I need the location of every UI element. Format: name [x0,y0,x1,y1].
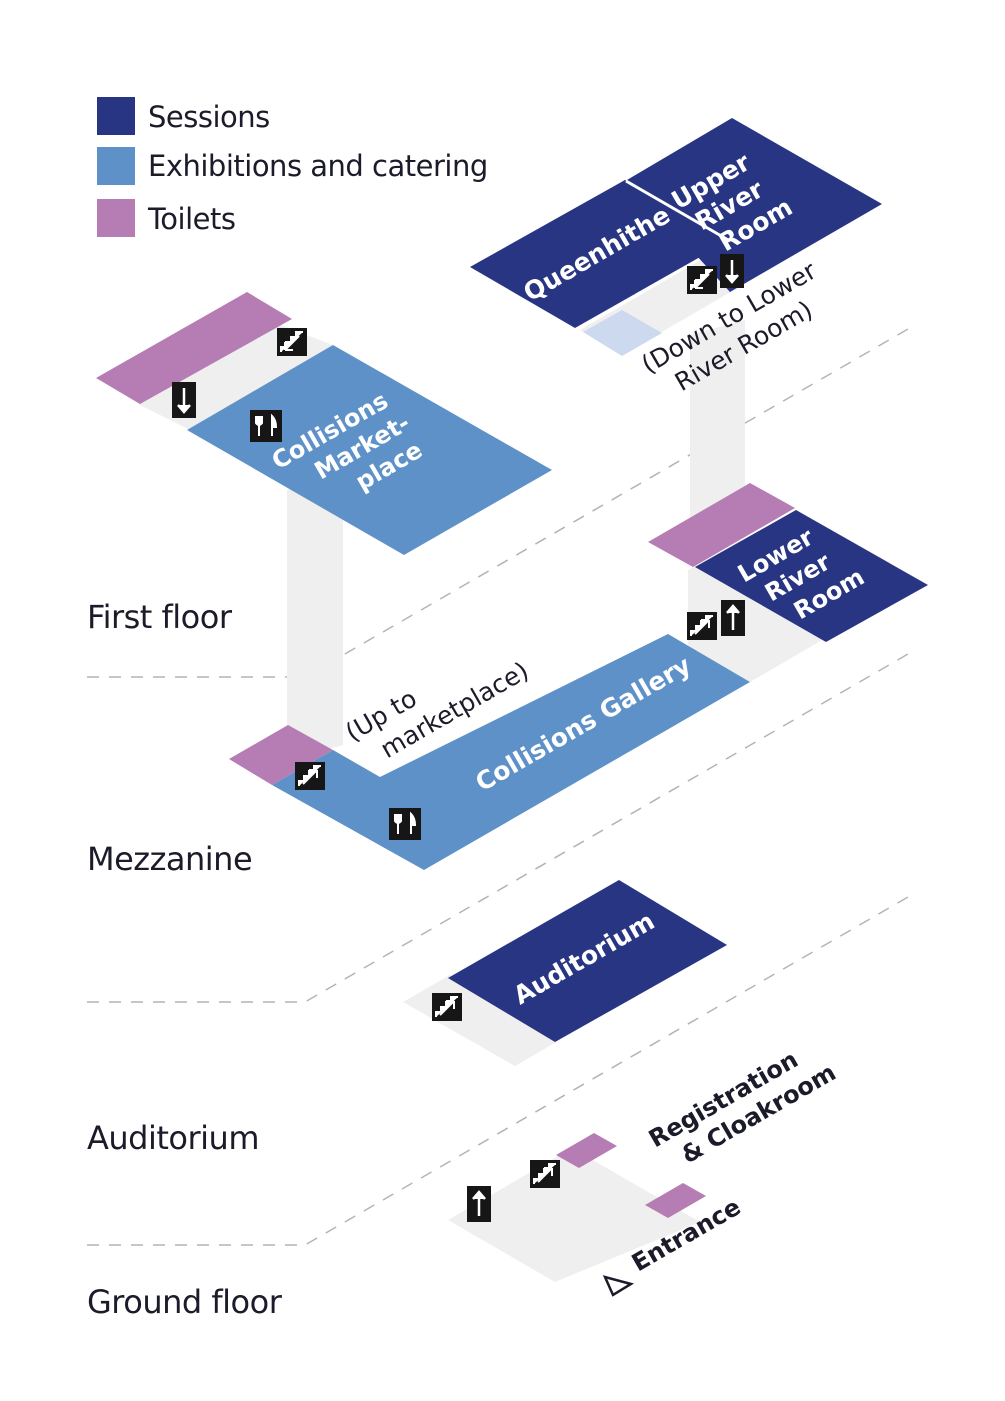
floor-label-ground: Ground floor [87,1283,283,1321]
stairs-up-icon [295,762,325,790]
ground-block: Registration & Cloakroom Entrance [448,1032,841,1297]
marketplace-block: Collisions Market- place [96,292,552,555]
floor-label-auditorium: Auditorium [87,1119,259,1157]
legend-label-sessions: Sessions [148,100,270,134]
auditorium-room[interactable] [448,880,727,1042]
lift-down-icon [720,254,744,288]
mezzanine-toilets[interactable] [229,725,333,785]
lift-up-icon [721,600,745,636]
legend-label-exhibitions: Exhibitions and catering [148,149,488,183]
legend-item-toilets: Toilets [97,199,236,237]
upper-pale-area [583,310,662,356]
collisions-marketplace-room[interactable] [187,345,552,555]
legend-swatch-sessions [97,97,135,135]
lower-river-room[interactable] [695,510,928,642]
stairs-down-icon [277,328,307,356]
ground-floor-area [448,1148,700,1282]
shaft-upper-to-lower-river [690,320,745,535]
ground-toilets-top[interactable] [556,1133,617,1168]
lift-down-icon [172,382,196,418]
legend-item-exhibitions: Exhibitions and catering [97,147,488,185]
floor-label-mezzanine: Mezzanine [87,840,252,878]
lower-river-toilets[interactable] [648,483,795,567]
divider-auditorium [87,892,916,1246]
auditorium-block: Auditorium [403,880,727,1066]
lift-up-icon [467,1186,491,1222]
marketplace-toilets[interactable] [96,292,292,404]
upper-river-block: Queenhithe Upper River Room (Down to Low… [470,118,882,397]
stairs-down-icon [687,266,717,294]
legend: Sessions Exhibitions and catering Toilet… [97,97,488,237]
legend-swatch-exhibitions [97,147,135,185]
registration-cloakroom-label: Registration & Cloakroom [644,1032,841,1179]
divider-mezzanine [87,649,916,1003]
floor-label-first: First floor [87,598,233,636]
stairs-up-icon [432,993,462,1021]
legend-swatch-toilets [97,199,135,237]
upper-room-divider [625,179,731,243]
lower-river-block: Lower River Room [648,483,928,685]
legend-item-sessions: Sessions [97,97,270,135]
cutlery-icon [389,808,421,840]
legend-label-toilets: Toilets [147,202,235,236]
entrance-arrow-icon [602,1275,635,1297]
cutlery-icon [250,410,282,442]
ground-toilets-right[interactable] [645,1183,706,1218]
shaft-marketplace-to-mezzanine [287,475,343,760]
upper-river-room[interactable] [627,118,882,292]
stairs-up-icon [530,1160,560,1188]
stairs-up-icon [687,612,717,640]
